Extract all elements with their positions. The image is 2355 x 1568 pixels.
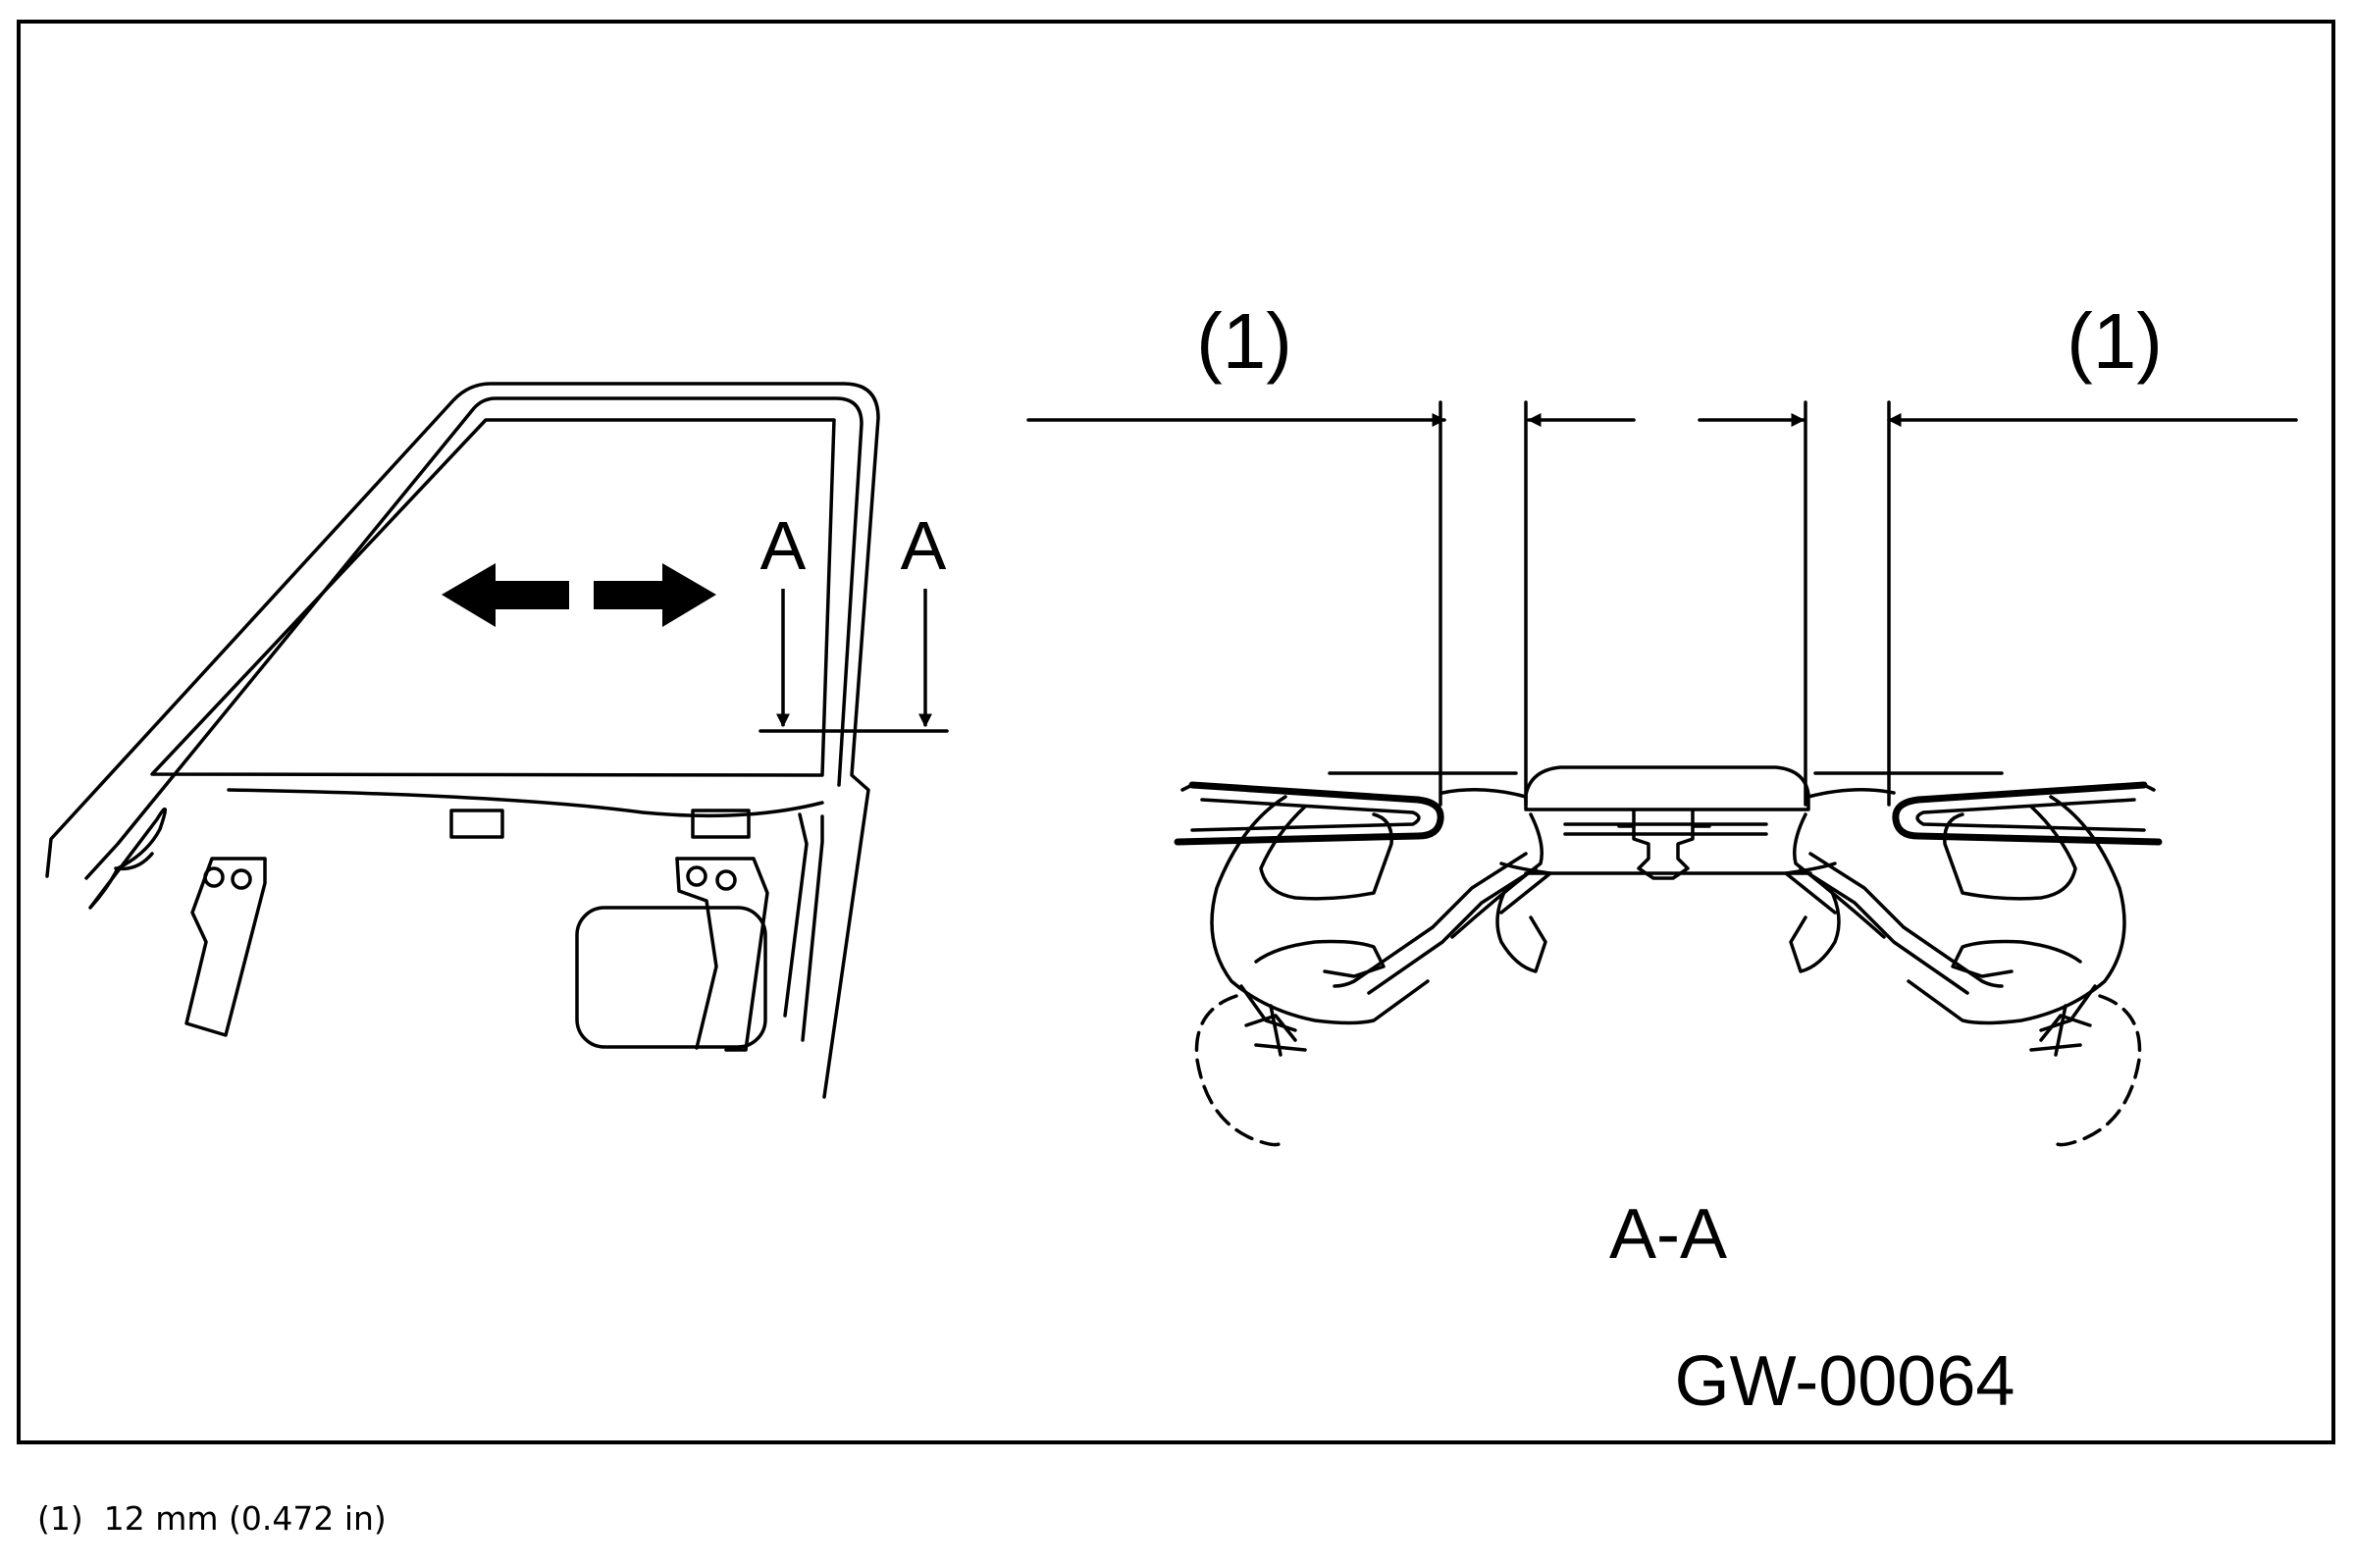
door-bracket-left <box>184 857 267 1037</box>
legend-text: 12 mm (0.472 in) <box>103 1499 387 1538</box>
figure-code: GW-00064 <box>1675 1342 2015 1421</box>
section-marker-right: A <box>901 507 947 584</box>
dimension-label-left: (1) <box>1196 297 1292 385</box>
door-clip-right <box>691 809 751 839</box>
section-arm-right <box>1808 852 2004 988</box>
door-inner-left <box>88 807 167 910</box>
section-panel-left <box>1174 781 1444 846</box>
door-sash-outer <box>45 382 880 1099</box>
door-glass <box>150 418 836 777</box>
section-trim-right <box>1907 795 2126 1025</box>
door-view <box>45 382 949 1099</box>
seal-right <box>2054 994 2142 1147</box>
dimension-label-right: (1) <box>2067 297 2163 385</box>
section-title: A-A <box>1609 1195 1727 1274</box>
door-belt-line <box>227 788 824 818</box>
figure-border <box>17 20 2335 1444</box>
seal-left <box>1194 994 1282 1147</box>
legend-key: (1) <box>37 1499 83 1538</box>
arrow-right-filled <box>594 563 716 627</box>
door-inner-right <box>783 812 809 1018</box>
section-view <box>1026 400 2298 1057</box>
section-trim-left <box>1210 795 1430 1025</box>
slide-arrows <box>442 563 716 627</box>
door-sash-middle <box>84 396 864 880</box>
door-regulator-plate <box>575 906 767 1049</box>
section-seals <box>1194 994 2142 1147</box>
section-marker-left: A <box>760 507 807 584</box>
door-clip-left <box>449 809 504 839</box>
door-bracket-right <box>675 857 769 1052</box>
section-center-clip <box>1632 809 1695 880</box>
arrow-left-filled <box>442 563 569 627</box>
section-arm-left <box>1333 852 1528 988</box>
section-glass-cap <box>1524 765 1810 811</box>
section-panel-right <box>1892 781 2163 846</box>
legend-caption: (1) 12 mm (0.472 in) <box>37 1499 387 1538</box>
